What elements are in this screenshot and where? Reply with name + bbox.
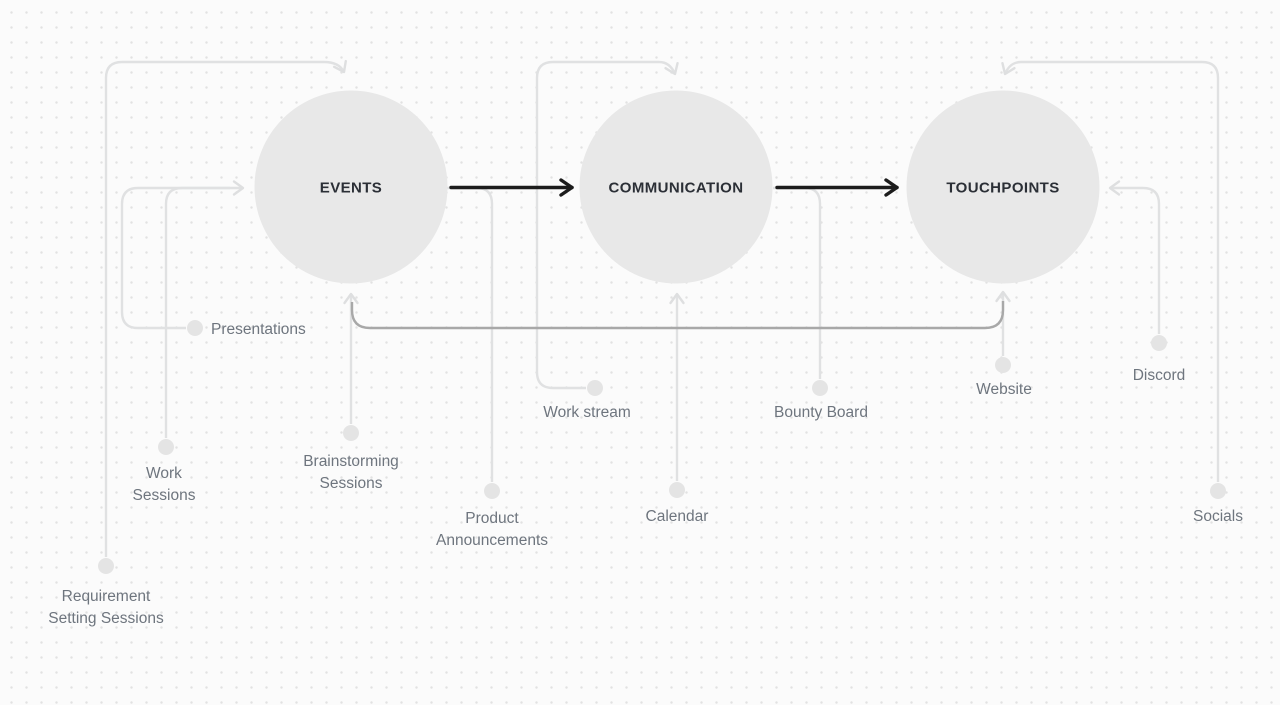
stage-circle-touchpoints (906, 90, 1100, 284)
stage-circles (254, 90, 1100, 284)
node-dot-socials (1210, 483, 1226, 499)
node-dot-brainstorming-sessions (343, 425, 359, 441)
node-label-socials: Socials (1193, 508, 1243, 525)
connector-touchpoints-to-events-feedback (350, 301, 1005, 330)
stage-label-touchpoints: TOUCHPOINTS (946, 179, 1060, 197)
node-dot-website (995, 357, 1011, 373)
stage-circle-communication (579, 90, 773, 284)
node-label-brainstorming-sessions: Brainstorming Sessions (303, 453, 399, 492)
node-label-website: Website (976, 381, 1032, 398)
connector-socials-to-touchpoints-top (1001, 60, 1220, 482)
node-label-bounty-board: Bounty Board (774, 404, 868, 421)
node-label-product-announcements: Product Announcements (435, 510, 549, 549)
connector-communication-to-bounty-board (773, 186, 822, 379)
connector-events-to-product-announcements (447, 186, 494, 482)
node-dot-presentations (187, 320, 203, 336)
stage-circle-events (254, 90, 448, 284)
connector-presentations-to-events-left (120, 180, 245, 330)
node-dot-product-announcements (484, 483, 500, 499)
node-label-work-stream: Work stream (543, 404, 631, 421)
connector-work-sessions-to-events-left (164, 186, 230, 438)
stage-label-events: EVENTS (319, 179, 383, 197)
node-label-calendar: Calendar (645, 508, 709, 525)
connector-work-stream-to-communication-top (535, 60, 679, 390)
node-dot-work-sessions (158, 439, 174, 455)
node-label-discord: Discord (1132, 367, 1186, 384)
node-dot-discord (1151, 335, 1167, 351)
node-label-presentations: Presentations (211, 321, 306, 338)
node-dot-bounty-board (812, 380, 828, 396)
node-dot-work-stream (587, 380, 603, 396)
node-dot-requirement-setting-sessions (98, 558, 114, 574)
node-label-work-sessions: Work Sessions (132, 465, 196, 504)
node-label-requirement-setting-sessions: Requirement Setting Sessions (48, 588, 164, 627)
connector-requirement-to-events-top (104, 59, 347, 557)
stage-label-communication: COMMUNICATION (608, 179, 744, 197)
node-dots (98, 320, 1226, 574)
connector-discord-to-touchpoints-right (1108, 180, 1161, 334)
light-connectors (104, 59, 1220, 557)
node-dot-calendar (669, 482, 685, 498)
